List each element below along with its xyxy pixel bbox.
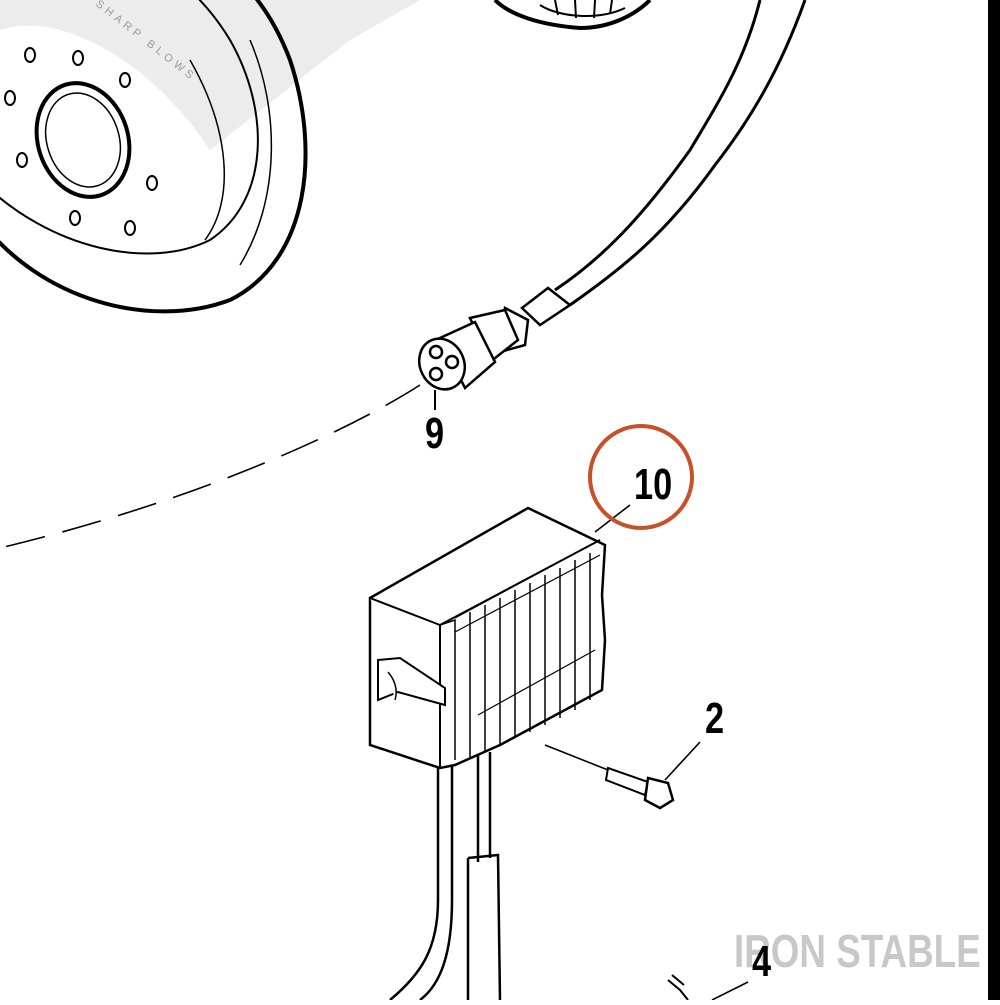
callout-part-2: 2: [705, 694, 725, 743]
fastener-part-4: [667, 974, 749, 1001]
regulator-wires: [389, 752, 502, 1001]
callout-part-9: 9: [425, 409, 445, 458]
watermark-iron-stable: IRON STABLE: [734, 925, 981, 977]
stator: [493, 0, 652, 31]
watermark-shape-top: [0, 0, 420, 150]
routing-dashed-line: [0, 384, 421, 549]
flywheel: [0, 0, 308, 314]
callout-part-4: 4: [752, 937, 772, 986]
highlight-circle-10: [588, 424, 694, 530]
callout-part-10: 10: [634, 460, 673, 509]
connector-part-9: [417, 286, 573, 410]
bolt-part-2: [544, 741, 701, 810]
right-frame-border: [988, 0, 1000, 1000]
voltage-regulator-part-10: [368, 506, 607, 770]
stator-cable: [554, 0, 807, 307]
